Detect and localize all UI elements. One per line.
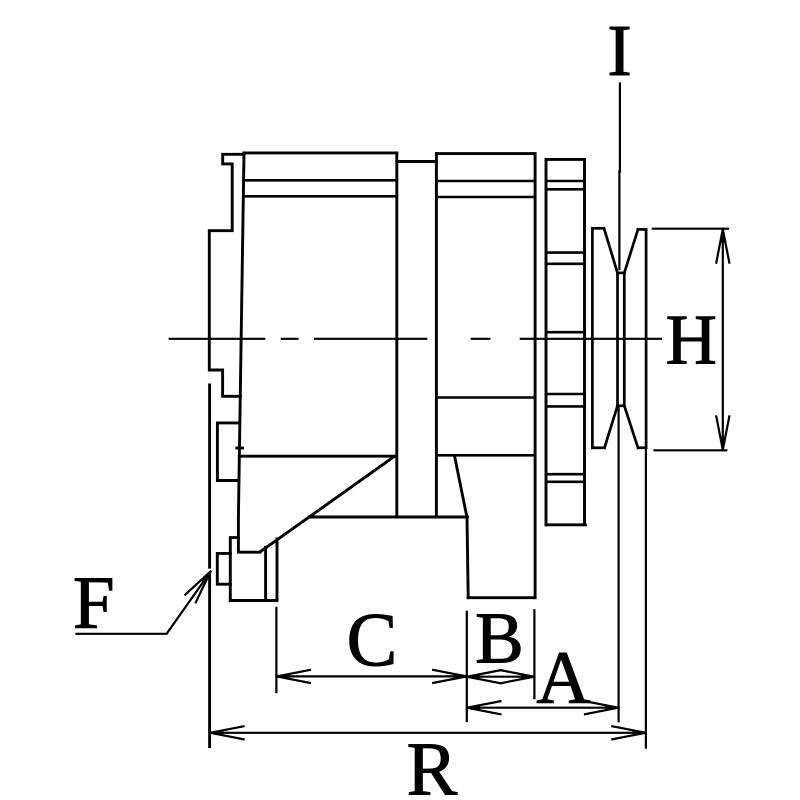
svg-text:A: A bbox=[536, 637, 590, 720]
svg-text:R: R bbox=[407, 728, 458, 800]
svg-text:F: F bbox=[73, 561, 115, 644]
svg-text:C: C bbox=[347, 599, 398, 683]
svg-text:I: I bbox=[607, 10, 631, 91]
svg-text:H: H bbox=[666, 302, 717, 380]
svg-text:B: B bbox=[475, 598, 524, 679]
